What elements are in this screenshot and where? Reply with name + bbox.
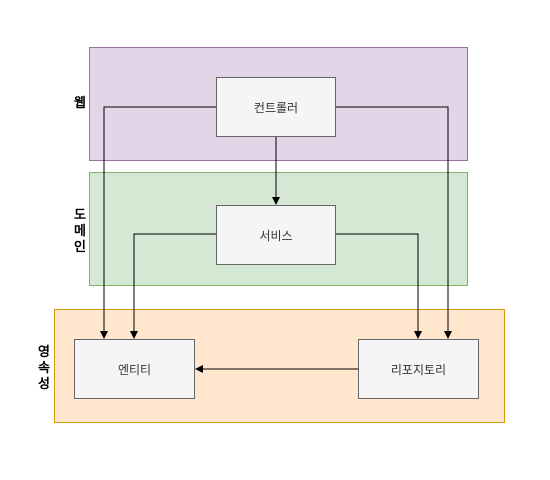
repository-label: 리포지토리 [390, 362, 447, 377]
controller-box[interactable]: 컨트롤러 [216, 77, 336, 137]
entity-box[interactable]: 엔티티 [74, 339, 195, 399]
web-layer-label: 웹 [74, 96, 86, 111]
controller-label: 컨트롤러 [253, 100, 299, 115]
persistence-layer-label: 영속성 [38, 345, 50, 392]
domain-layer-label: 도메인 [74, 208, 86, 255]
service-box[interactable]: 서비스 [216, 205, 336, 265]
repository-box[interactable]: 리포지토리 [358, 339, 479, 399]
service-label: 서비스 [259, 228, 293, 243]
entity-label: 엔티티 [117, 362, 152, 377]
